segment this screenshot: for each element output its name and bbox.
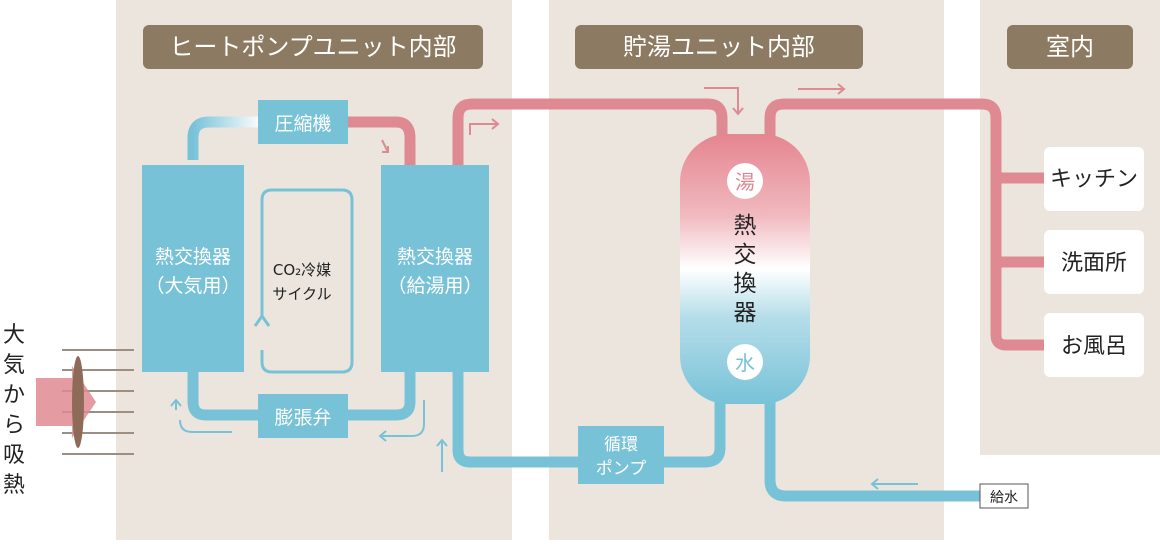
outlet-bath-label: お風呂 [1061, 334, 1127, 359]
water-supply-box [979, 483, 1029, 509]
water-loop-cold [452, 372, 726, 468]
storage-tank [680, 134, 810, 404]
side-label-char-2: 気 [3, 353, 25, 378]
water-supply-label: 給水 [990, 490, 1018, 506]
air-heat-exchanger [142, 165, 244, 372]
side-label-char-5: 吸 [3, 443, 25, 468]
co2-cycle-loop [260, 188, 354, 374]
heat-pump-header [143, 25, 483, 69]
air-hx-label-1: 熱交換器 [155, 246, 231, 268]
tank-label-char-1: 熱 [734, 213, 757, 239]
circulation-pump-label-2: ポンプ [596, 459, 647, 479]
circulation-pump-box [578, 426, 664, 484]
fan-icon [36, 349, 134, 455]
tank-hot-label: 湯 [735, 170, 755, 194]
expansion-valve-box [258, 394, 348, 438]
outlet-kitchen [1044, 147, 1144, 211]
refrigerant-pipe-hot [344, 116, 416, 165]
outlet-bath [1044, 313, 1144, 377]
outlet-washroom [1044, 230, 1144, 294]
side-label: 大 気 か ら 吸 熱 [3, 323, 25, 498]
expansion-valve-label: 膨張弁 [274, 407, 331, 429]
outlet-washroom-label: 洗面所 [1061, 251, 1127, 276]
co2-label-2: サイクル [272, 285, 331, 303]
co2-cycle-arrow-icon [253, 313, 271, 327]
hot-supply-pipe [764, 98, 1044, 351]
compressor-box [258, 100, 348, 144]
side-label-char-3: か [3, 383, 25, 408]
air-hx-label-2: （大気用） [145, 275, 240, 297]
side-label-char-6: 熱 [3, 473, 25, 498]
circulation-pump-label-1: 循環 [604, 435, 638, 455]
side-label-char-1: 大 [3, 323, 25, 348]
water-heat-exchanger [381, 165, 489, 372]
indoor-panel [980, 0, 1160, 455]
tank-header-text: 貯湯ユニット内部 [623, 33, 815, 61]
water-hx-label-1: 熱交換器 [397, 246, 473, 268]
co2-label-1: CO₂冷媒 [273, 261, 331, 279]
indoor-header [1007, 25, 1133, 69]
refrigerant-pipe-cold [187, 116, 262, 160]
outlet-kitchen-label: キッチン [1050, 167, 1138, 192]
tank-label-char-4: 器 [734, 300, 757, 326]
tank-hot-badge [727, 163, 763, 199]
water-hx-label-2: （給湯用） [387, 275, 482, 297]
tank-label-char-3: 換 [734, 271, 757, 297]
cold-supply-pipe [764, 398, 980, 502]
flow-arrow-icon [170, 83, 918, 490]
compressor-label: 圧縮機 [274, 113, 331, 135]
tank-water-label: 水 [735, 351, 755, 375]
water-loop-hot [452, 98, 728, 165]
refrigerant-return-pipe [187, 372, 416, 421]
heat-pump-header-text: ヒートポンプユニット内部 [169, 33, 456, 61]
indoor-header-text: 室内 [1046, 33, 1094, 61]
tank-label-char-2: 交 [734, 242, 757, 268]
side-label-char-4: ら [3, 413, 25, 438]
tank-header [575, 25, 863, 69]
tank-water-badge [727, 344, 763, 380]
